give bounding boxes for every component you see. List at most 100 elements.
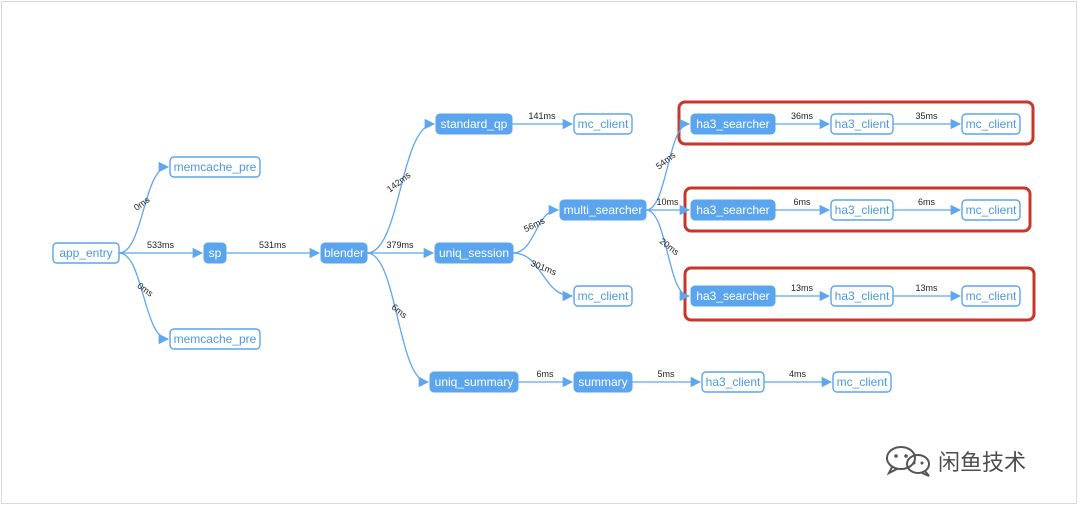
node-box [690,199,776,221]
node-ha3-client-3[interactable]: ha3_client [830,285,894,307]
edge-line [645,118,691,211]
node-box [52,242,120,264]
node-label: summary [578,375,627,389]
node-box [701,371,765,393]
node-label: ha3_client [835,289,890,303]
node-box [559,199,647,221]
edge-latency-label: 20ms [658,236,682,258]
edge-uniq-session-to-mc-client-session: 301ms [512,252,574,302]
node-label: app_entry [59,246,112,260]
node-mc-client-2[interactable]: mc_client [961,199,1021,221]
edge-blender-to-uniq-summary: 6ms [366,252,430,388]
edge-multi-searcher-to-ha3-searcher-2: 10ms [646,197,691,216]
edge-ha3-client-3-to-mc-client-3: 13ms [893,283,962,302]
node-label: mc_client [966,117,1017,131]
node-standard-qp[interactable]: standard_qp [435,113,513,135]
edge-latency-label: 6ms [390,302,410,321]
node-box [435,113,513,135]
edge-latency-label: 36ms [791,111,814,121]
edge-latency-label: 531ms [259,240,287,250]
node-box [830,285,894,307]
edge-line [118,252,170,345]
node-mc-client-summary[interactable]: mc_client [832,371,892,393]
edge-latency-label: 0ms [132,194,152,212]
node-box [169,156,261,178]
node-label: ha3_client [835,203,890,217]
node-box [573,113,633,135]
node-memcache-pre-bottom[interactable]: memcache_pre [169,328,261,350]
edge-ha3-client-summary-to-mc-client-summary: 4ms [764,369,833,388]
edge-latency-label: 10ms [656,197,679,207]
edge-blender-to-standard-qp: 142ms [366,118,436,254]
node-uniq-session[interactable]: uniq_session [434,242,514,264]
node-box [830,199,894,221]
edge-ha3-searcher-2-to-ha3-client-2: 6ms [775,197,831,216]
node-box [961,199,1021,221]
edge-latency-label: 35ms [915,111,938,121]
node-box [434,242,514,264]
edge-latency-label: 142ms [385,170,413,195]
edge-summary-to-ha3-client-summary: 5ms [632,369,702,388]
node-mc-client-qp[interactable]: mc_client [573,113,633,135]
node-mc-client-1[interactable]: mc_client [961,113,1021,135]
edge-ha3-client-1-to-mc-client-1: 35ms [893,111,962,130]
edge-latency-label: 141ms [528,111,556,121]
node-uniq-summary[interactable]: uniq_summary [429,371,519,393]
highlight-box-1 [677,100,1035,146]
node-label: ha3_client [706,375,761,389]
edge-ha3-client-2-to-mc-client-2: 6ms [893,197,962,216]
edge-blender-to-uniq-session: 379ms [367,240,435,259]
node-label: ha3_searcher [696,289,769,303]
node-label: memcache_pre [174,160,257,174]
node-label: memcache_pre [174,332,257,346]
node-label: uniq_summary [435,375,514,389]
node-sp[interactable]: sp [203,242,227,264]
edge-line [512,252,574,302]
edge-sp-to-blender: 531ms [226,240,321,259]
edge-line [645,209,691,302]
edge-ha3-searcher-3-to-ha3-client-3: 13ms [775,283,831,302]
node-ha3-client-1[interactable]: ha3_client [830,113,894,135]
edge-latency-label: 13ms [791,283,814,293]
node-box [429,371,519,393]
edge-line [118,161,170,254]
node-label: uniq_session [439,246,509,260]
node-ha3-client-2[interactable]: ha3_client [830,199,894,221]
edge-latency-label: 6ms [918,197,936,207]
node-memcache-pre-top[interactable]: memcache_pre [169,156,261,178]
node-label: mc_client [966,203,1017,217]
node-box [690,113,776,135]
node-ha3-client-summary[interactable]: ha3_client [701,371,765,393]
node-blender[interactable]: blender [320,242,368,264]
edge-latency-label: 6ms [793,197,811,207]
node-box [832,371,892,393]
edge-multi-searcher-to-ha3-searcher-3: 20ms [645,209,691,302]
node-label: multi_searcher [564,203,643,217]
node-label: ha3_client [835,117,890,131]
node-ha3-searcher-1[interactable]: ha3_searcher [690,113,776,135]
node-ha3-searcher-3[interactable]: ha3_searcher [690,285,776,307]
edge-latency-label: 379ms [386,240,414,250]
node-label: ha3_searcher [696,117,769,131]
node-box [169,328,261,350]
edge-line [366,118,436,254]
node-label: mc_client [578,289,629,303]
edge-uniq-summary-to-summary: 6ms [518,369,574,388]
node-mc-client-3[interactable]: mc_client [961,285,1021,307]
node-mc-client-session[interactable]: mc_client [573,285,633,307]
node-summary[interactable]: summary [573,371,633,393]
edge-latency-label: 5ms [657,369,675,379]
node-box [573,285,633,307]
edge-ha3-searcher-1-to-ha3-client-1: 36ms [775,111,831,130]
node-label: mc_client [837,375,888,389]
node-box [203,242,227,264]
node-label: mc_client [966,289,1017,303]
node-multi-searcher[interactable]: multi_searcher [559,199,647,221]
edge-latency-label: 0ms [135,281,155,299]
edge-uniq-session-to-multi-searcher: 56ms [512,204,560,254]
edge-latency-label: 4ms [789,369,807,379]
node-app-entry[interactable]: app_entry [52,242,120,264]
node-ha3-searcher-2[interactable]: ha3_searcher [690,199,776,221]
wechat-icon [886,446,930,477]
